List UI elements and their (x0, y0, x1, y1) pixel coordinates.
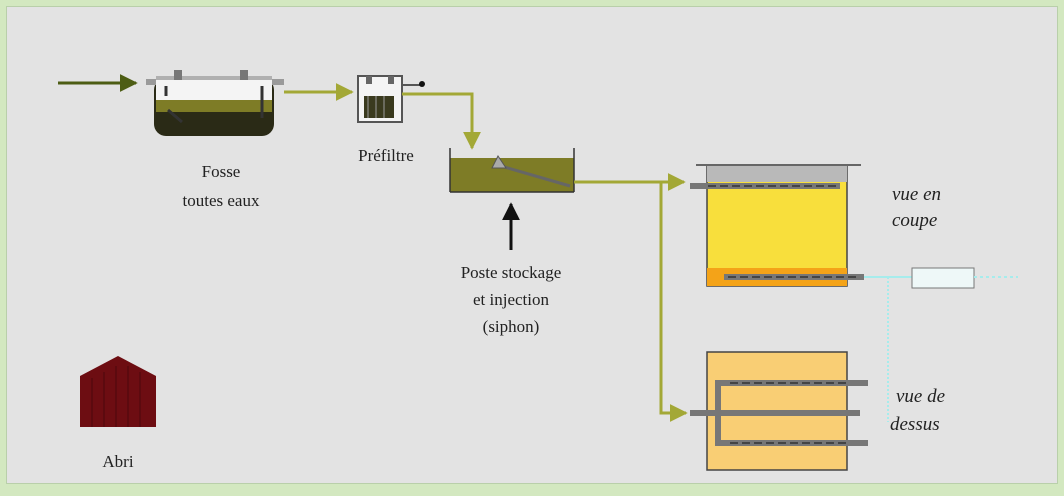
sand-filter-section (690, 164, 864, 287)
vue-coupe-label-line2: coupe (892, 210, 937, 231)
poste-label-line1: Poste stockage (461, 263, 562, 282)
poste-label-line3: (siphon) (483, 317, 540, 336)
outlet (864, 267, 1018, 422)
fosse-label-line1: Fosse (202, 162, 241, 181)
fosse-label-line2: toutes eaux (183, 191, 260, 210)
poste-label-line2: et injection (473, 290, 550, 309)
wastewater-diagram: Fosse toutes eaux Préfiltre Poste stocka… (58, 70, 1018, 471)
sand-filter-top-view (690, 351, 868, 471)
vue-coupe-label-line1: vue en (892, 184, 941, 205)
poste-stockage-tank (449, 148, 575, 193)
shed-icon (80, 356, 156, 427)
prefiltre-box (357, 75, 425, 123)
pipe-prefiltre-poste (402, 92, 481, 150)
distribution-pipes (574, 173, 688, 422)
vue-dessus-label-line2: dessus (890, 414, 940, 435)
vue-dessus-label-line1: vue de (896, 386, 945, 407)
fosse-tank (146, 70, 284, 136)
prefiltre-label: Préfiltre (358, 146, 414, 165)
abri-label: Abri (102, 452, 133, 471)
